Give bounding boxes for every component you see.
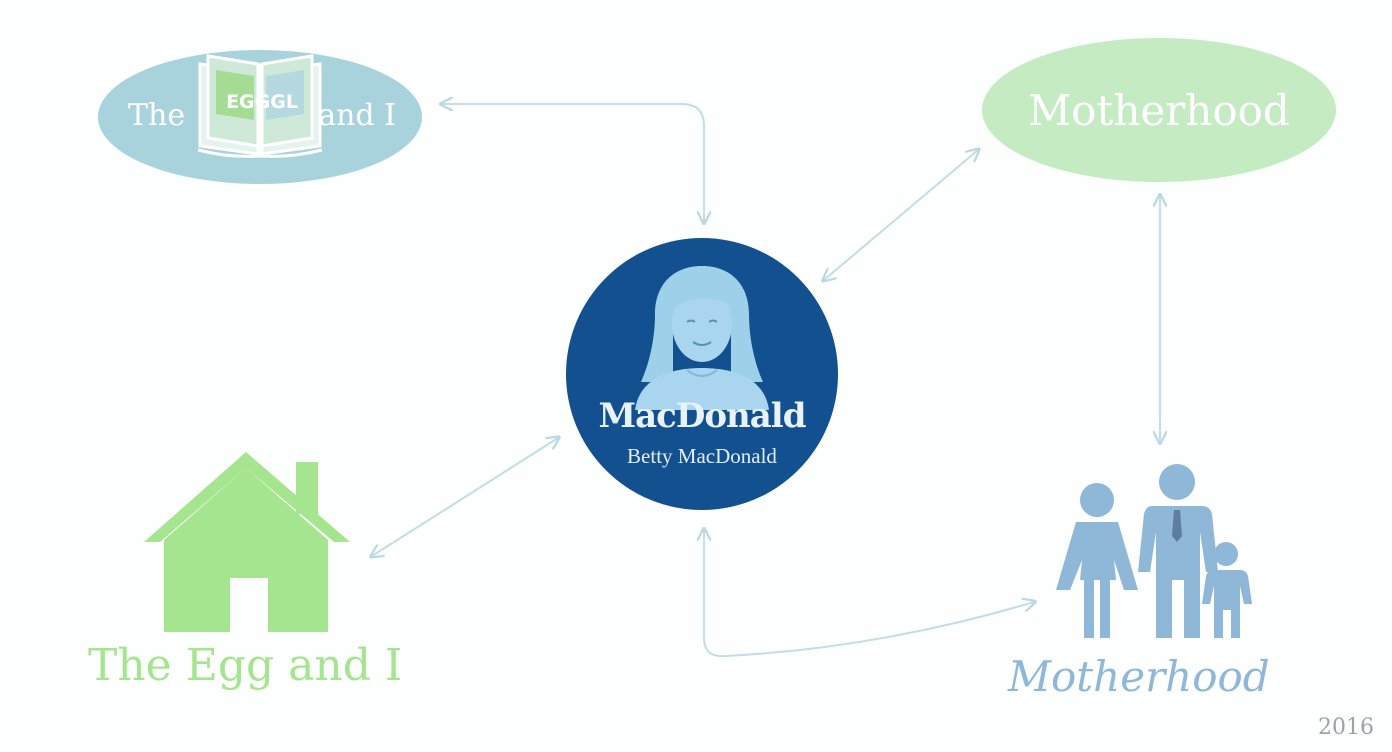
connector-center-family: [704, 530, 1034, 658]
book-right-word: and I: [318, 98, 396, 133]
node-motherhood-top: Motherhood: [982, 38, 1336, 182]
year-label: 2016: [1318, 715, 1374, 740]
person-icon: [635, 266, 769, 410]
connector-center-house: [372, 438, 558, 556]
node-center: MacDonald Betty MacDonald: [566, 238, 838, 510]
motherhood-top-label: Motherhood: [1028, 85, 1290, 135]
book-icon: EGGGL: [197, 54, 323, 158]
node-book: The EGGGL and I: [98, 50, 422, 184]
family-label: Motherhood: [1008, 652, 1270, 701]
book-left-word: The: [128, 98, 186, 133]
house-icon: [144, 452, 350, 632]
connector-center-motherhood-top: [824, 150, 978, 280]
house-label: The Egg and I: [88, 640, 403, 691]
book-cover-title: EGGGL: [226, 91, 298, 113]
family-icon: [1056, 464, 1252, 638]
center-title: MacDonald: [598, 396, 807, 436]
connector-book-center: [442, 104, 704, 222]
center-subtitle: Betty MacDonald: [627, 444, 777, 468]
